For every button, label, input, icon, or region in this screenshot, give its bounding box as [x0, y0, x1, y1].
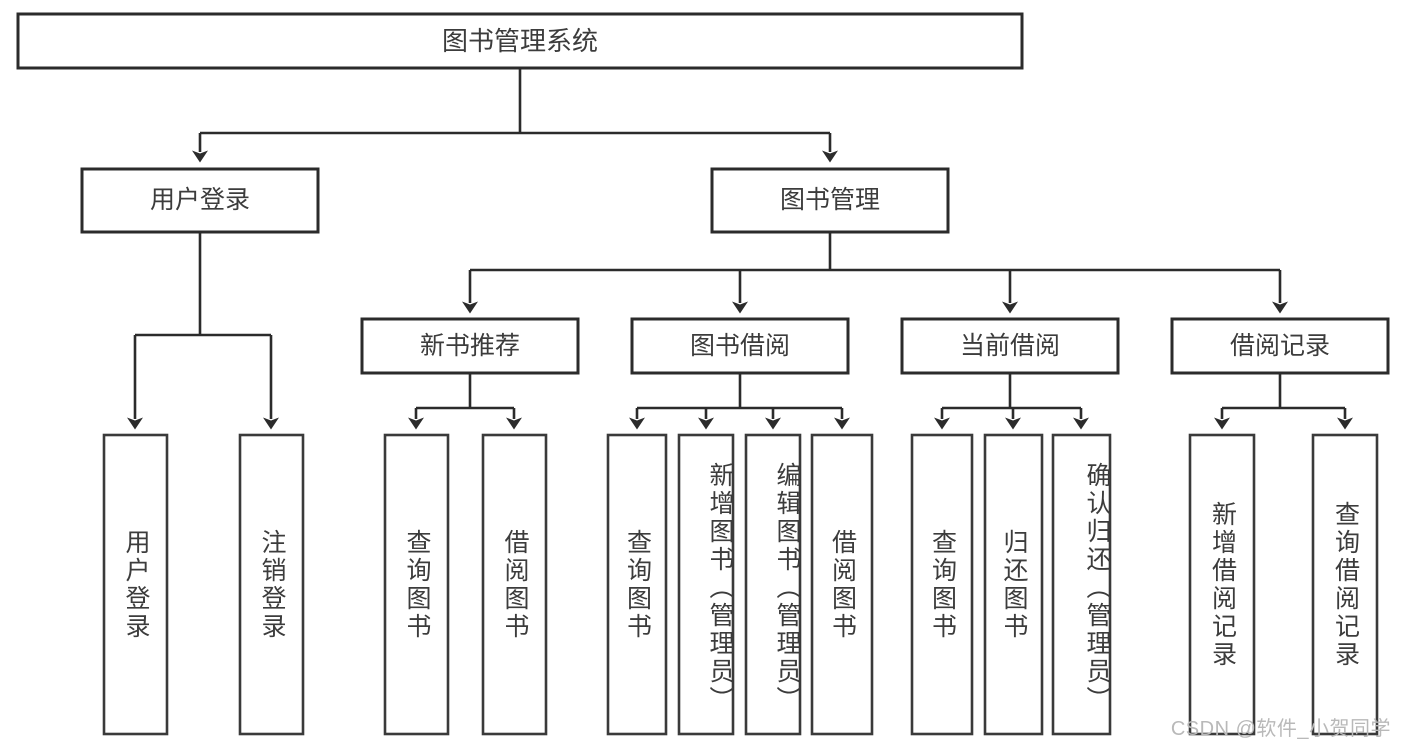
node-box-root[interactable] — [16, 12, 1024, 70]
node-box-leaf-query-book-3[interactable] — [910, 433, 974, 736]
node-box-leaf-borrow-book-2[interactable] — [810, 433, 874, 736]
node-box-new-book-recommend[interactable] — [360, 317, 580, 375]
node-box-leaf-return-book[interactable] — [983, 433, 1044, 736]
csdn-watermark: CSDN @软件_小贺同学 — [1170, 718, 1391, 740]
node-box-leaf-borrow-book-1[interactable] — [481, 433, 548, 736]
node-box-leaf-add-record[interactable] — [1188, 433, 1256, 736]
node-box-leaf-query-book-2[interactable] — [606, 433, 668, 736]
node-box-current-borrow[interactable] — [900, 317, 1120, 375]
node-box-leaf-query-record[interactable] — [1311, 433, 1379, 736]
node-box-leaf-edit-book[interactable] — [744, 433, 802, 736]
node-box-book-borrow[interactable] — [630, 317, 850, 375]
node-box-borrow-record[interactable] — [1170, 317, 1390, 375]
node-box-leaf-query-book-1[interactable] — [383, 433, 450, 736]
node-box-leaf-confirm-return[interactable] — [1051, 433, 1112, 736]
node-box-leaf-user-login[interactable] — [102, 433, 169, 736]
node-box-leaf-add-book[interactable] — [677, 433, 735, 736]
node-box-leaf-logout-login[interactable] — [238, 433, 305, 736]
node-box-user-login[interactable] — [80, 167, 320, 234]
node-box-book-manage[interactable] — [710, 167, 950, 234]
